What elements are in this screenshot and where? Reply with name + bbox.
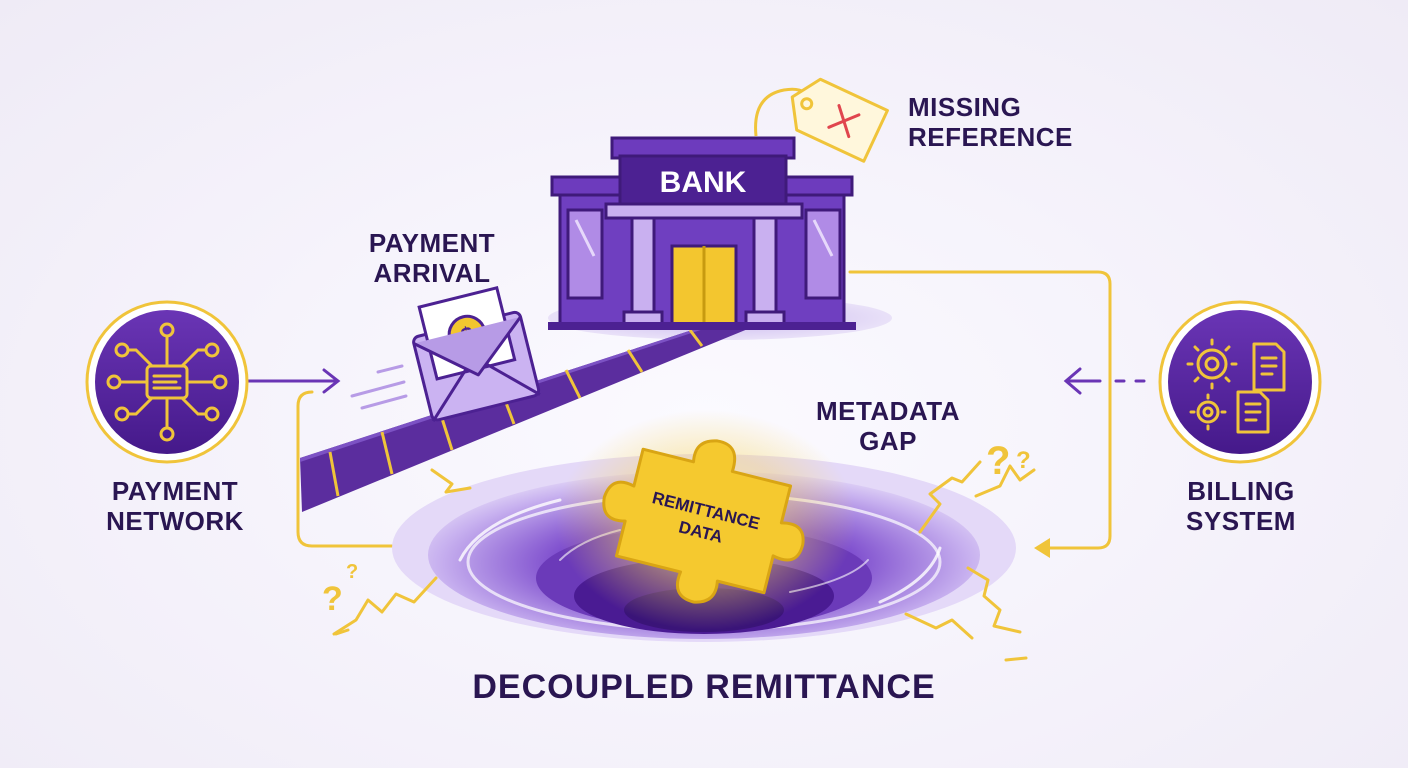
tag-x-icon (754, 77, 889, 163)
ground-cracks (332, 460, 1036, 662)
svg-text:?: ? (346, 561, 358, 583)
gears-documents-icon (1158, 300, 1322, 464)
bank-to-billing-connector (848, 270, 1112, 550)
puzzle-piece-icon (602, 439, 805, 604)
gold-arrowhead-icon (1034, 538, 1050, 558)
missing-reference-line-1: MISSING (908, 92, 1022, 122)
missing-reference-line-2: REFERENCE (908, 122, 1073, 152)
billing-to-hole-arrow (1063, 367, 1146, 395)
payment-arrival-line-1: PAYMENT (368, 228, 496, 258)
network-loop-connector (296, 390, 394, 548)
svg-text:?: ? (1016, 447, 1031, 474)
envelope-dollar-icon: $ (350, 285, 541, 422)
billing-system-label: BILLING SYSTEM (1166, 476, 1316, 536)
payment-network-label: PAYMENT NETWORK (90, 476, 260, 536)
payment-arrival-label: PAYMENT ARRIVAL (352, 228, 512, 288)
svg-text:?: ? (322, 580, 343, 618)
network-hub-icon (85, 300, 249, 464)
diagram-title: DECOUPLED REMITTANCE (472, 668, 936, 706)
metadata-gap-line-2: GAP (859, 426, 917, 456)
bank-building (548, 136, 856, 330)
payment-arrival-line-2: ARRIVAL (373, 258, 491, 288)
payment-network-line-1: PAYMENT (111, 476, 239, 506)
svg-text:?: ? (986, 439, 1010, 483)
metadata-gap-line-1: METADATA (815, 396, 961, 426)
metadata-gap-label: METADATA GAP (798, 396, 978, 456)
network-to-road-arrow (244, 368, 341, 394)
billing-system-line-1: BILLING (1187, 476, 1295, 506)
payment-network-line-2: NETWORK (106, 506, 244, 536)
connector-lines (296, 270, 1112, 550)
billing-system-line-2: SYSTEM (1186, 506, 1296, 536)
missing-reference-label: MISSING REFERENCE (908, 92, 1073, 152)
question-mark-icon: ? ? ? ? (322, 439, 1031, 618)
bank-sign: BANK (660, 166, 747, 199)
